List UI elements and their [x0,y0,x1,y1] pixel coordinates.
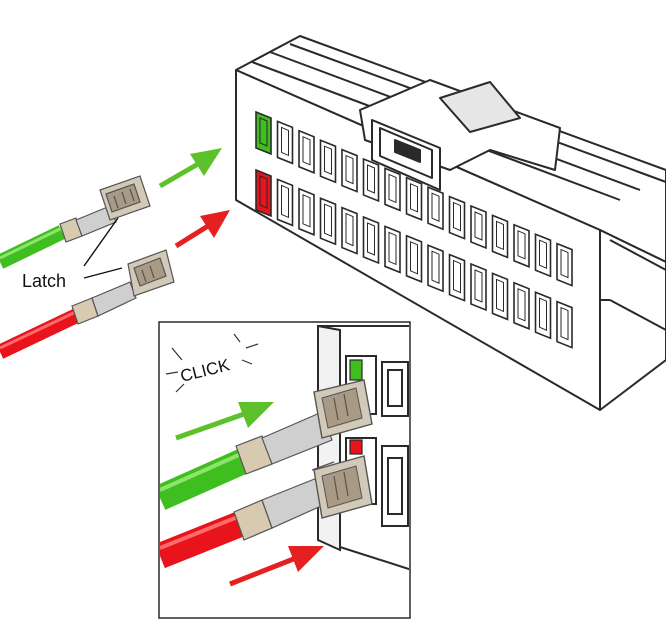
bottom-row-cavity [405,234,423,283]
click-burst-lines [165,333,259,393]
bottom-row-cavity-inner [496,278,504,313]
bottom-row-cavity-inner [410,241,418,275]
top-row-cavity [341,148,358,193]
top-row-cavity [405,176,423,221]
inset-green-arrow [175,402,274,441]
bottom-row-cavity [362,215,380,265]
top-row-cavity-inner [324,145,332,175]
latch-label: Latch [22,271,66,291]
bottom-row-cavity [276,178,294,227]
top-row-cavity [470,204,487,250]
bottom-row-cavity-inner [281,184,289,219]
top-row-cavity-inner [453,201,461,232]
top-row-cavity-inner [259,117,268,147]
connector-cavities [255,110,573,349]
bottom-row-cavity-inner [302,194,311,228]
bottom-row-cavity [341,206,358,255]
top-row-cavity [319,139,337,184]
bottom-row-cavity [448,253,466,302]
bottom-row-cavity-inner [388,231,397,266]
bottom-row-cavity-inner [539,297,547,331]
top-row-cavity [427,186,444,231]
top-row-cavity [255,110,272,156]
top-row-cavity [556,242,573,287]
bottom-row-cavity-inner [560,306,569,341]
top-row-cavity [513,223,530,268]
bottom-row-cavity [470,262,487,312]
bottom-row-cavity-inner [431,250,440,284]
bottom-row-cavity [556,300,573,349]
bottom-row-cavity [427,244,444,293]
bottom-row-cavity-inner [367,222,375,256]
top-row-cavity-inner [367,164,375,194]
top-row-cavity-inner [388,173,397,204]
top-row-cavity-inner [281,126,289,157]
red-wire-assembly [0,281,137,359]
top-row-cavity-inner [410,183,418,213]
top-row-cavity-inner [539,239,547,269]
green-terminal [99,175,151,221]
top-row-cavity-inner [345,154,354,185]
bottom-row-cavity [491,272,509,321]
bottom-row-cavity-inner [517,288,526,322]
top-row-cavity [276,120,294,165]
bottom-row-cavity [534,291,552,340]
bottom-row-cavity-inner [259,175,268,209]
red-arrow [174,210,230,249]
top-row-cavity [448,195,466,240]
bottom-row-cavity-inner [324,203,332,237]
inset-panel: CLICK [158,321,411,619]
top-row-cavity [298,129,315,174]
green-wire-assembly [0,205,117,269]
bottom-row-cavity-inner [345,212,354,247]
top-row-cavity-inner [302,136,311,166]
bottom-row-cavity-inner [453,259,461,294]
bottom-row-cavity [255,168,272,218]
bottom-row-cavity [513,281,530,330]
top-row-cavity [534,233,552,278]
bottom-row-cavity [384,225,401,274]
top-row-cavity [491,214,509,259]
inset-red-arrow [229,546,324,587]
top-row-cavity-inner [431,192,440,222]
top-row-cavity-inner [517,230,526,260]
green-arrow [158,148,222,189]
top-row-cavity-inner [496,220,504,251]
latch-callout [83,217,123,279]
bottom-row-cavity-inner [474,269,483,303]
top-row-cavity-inner [560,248,569,279]
top-row-cavity [384,167,401,212]
top-row-cavity-inner [474,211,483,241]
top-row-cavity [362,157,380,203]
bottom-row-cavity [319,197,337,246]
bottom-row-cavity [298,187,315,236]
red-terminal [127,249,175,297]
